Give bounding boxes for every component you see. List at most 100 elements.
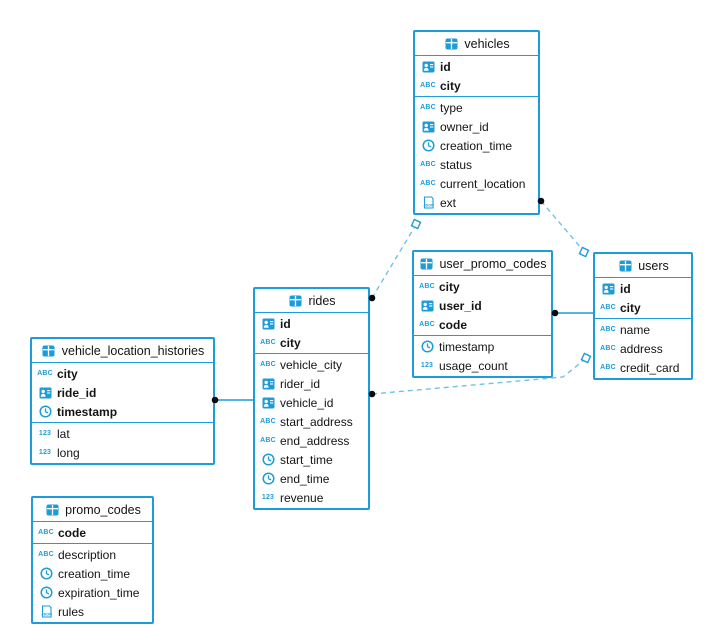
table-title: user_promo_codes: [439, 256, 547, 271]
field-name: vehicle_id: [280, 395, 334, 410]
field-row-user_id[interactable]: user_id: [414, 296, 551, 315]
field-row-timestamp[interactable]: timestamp: [414, 337, 551, 356]
field-row-rider_id[interactable]: rider_id: [255, 374, 368, 393]
table-title: rides: [308, 293, 336, 308]
field-name: lat: [57, 426, 70, 441]
table-header-vehicles[interactable]: vehicles: [415, 32, 538, 56]
field-name: start_time: [280, 452, 333, 467]
field-row-vehicle_city[interactable]: ABC vehicle_city: [255, 355, 368, 374]
table-header-vehicle_location_histories[interactable]: vehicle_location_histories: [32, 339, 213, 363]
table-title: vehicle_location_histories: [61, 343, 205, 358]
table-title: promo_codes: [65, 502, 141, 517]
text-icon: ABC: [260, 339, 276, 346]
field-row-timestamp[interactable]: timestamp: [32, 402, 213, 421]
field-row-id[interactable]: id: [595, 279, 691, 298]
table-header-user_promo_codes[interactable]: user_promo_codes: [414, 252, 551, 276]
table-header-users[interactable]: users: [595, 254, 691, 278]
id-icon: [419, 299, 435, 313]
time-icon: [420, 139, 436, 153]
text-icon: ABC: [420, 104, 436, 111]
text-icon: ABC: [420, 180, 436, 187]
id-icon: [37, 386, 53, 400]
field-row-end_time[interactable]: end_time: [255, 469, 368, 488]
number-icon: 123: [420, 362, 434, 369]
table-title: users: [638, 258, 669, 273]
relationship-diamond-end-vehicles: [410, 218, 422, 230]
field-name: rider_id: [280, 376, 321, 391]
field-name: city: [439, 279, 460, 294]
field-name: code: [439, 317, 468, 332]
text-icon: ABC: [38, 551, 54, 558]
table-title: vehicles: [464, 36, 510, 51]
field-name: city: [280, 335, 301, 350]
field-name: city: [57, 366, 78, 381]
time-icon: [38, 567, 54, 581]
field-row-id[interactable]: id: [415, 57, 538, 76]
field-name: revenue: [280, 490, 324, 505]
text-icon: ABC: [260, 361, 276, 368]
table-header-promo_codes[interactable]: promo_codes: [33, 498, 152, 522]
field-row-creation_time[interactable]: creation_time: [415, 136, 538, 155]
text-icon: ABC: [600, 345, 616, 352]
field-name: status: [440, 157, 473, 172]
key-fields-section: ABC city ride_id timestamp: [32, 363, 213, 423]
field-row-vehicle_id[interactable]: vehicle_id: [255, 393, 368, 412]
relationship-line-rides-to-vehicles: [371, 227, 415, 299]
field-row-ride_id[interactable]: ride_id: [32, 383, 213, 402]
time-icon: [260, 453, 276, 467]
field-name: ride_id: [57, 385, 97, 400]
field-row-city[interactable]: ABC city: [255, 333, 368, 352]
table-header-rides[interactable]: rides: [255, 289, 368, 313]
field-row-owner_id[interactable]: owner_id: [415, 117, 538, 136]
field-row-city[interactable]: ABC city: [32, 364, 213, 383]
text-icon: ABC: [600, 326, 616, 333]
field-name: end_address: [280, 433, 350, 448]
table-icon: [41, 344, 57, 358]
field-name: timestamp: [439, 339, 495, 354]
relationship-line-vehicles-to-users: [540, 200, 583, 250]
field-row-id[interactable]: id: [255, 314, 368, 333]
field-name: vehicle_city: [280, 357, 343, 372]
field-name: long: [57, 445, 80, 460]
field-name: ext: [440, 195, 457, 210]
field-row-start_time[interactable]: start_time: [255, 450, 368, 469]
field-row-creation_time[interactable]: creation_time: [33, 564, 152, 583]
field-name: owner_id: [440, 119, 489, 134]
field-row-expiration_time[interactable]: expiration_time: [33, 583, 152, 602]
time-icon: [419, 340, 435, 354]
text-icon: ABC: [37, 370, 53, 377]
